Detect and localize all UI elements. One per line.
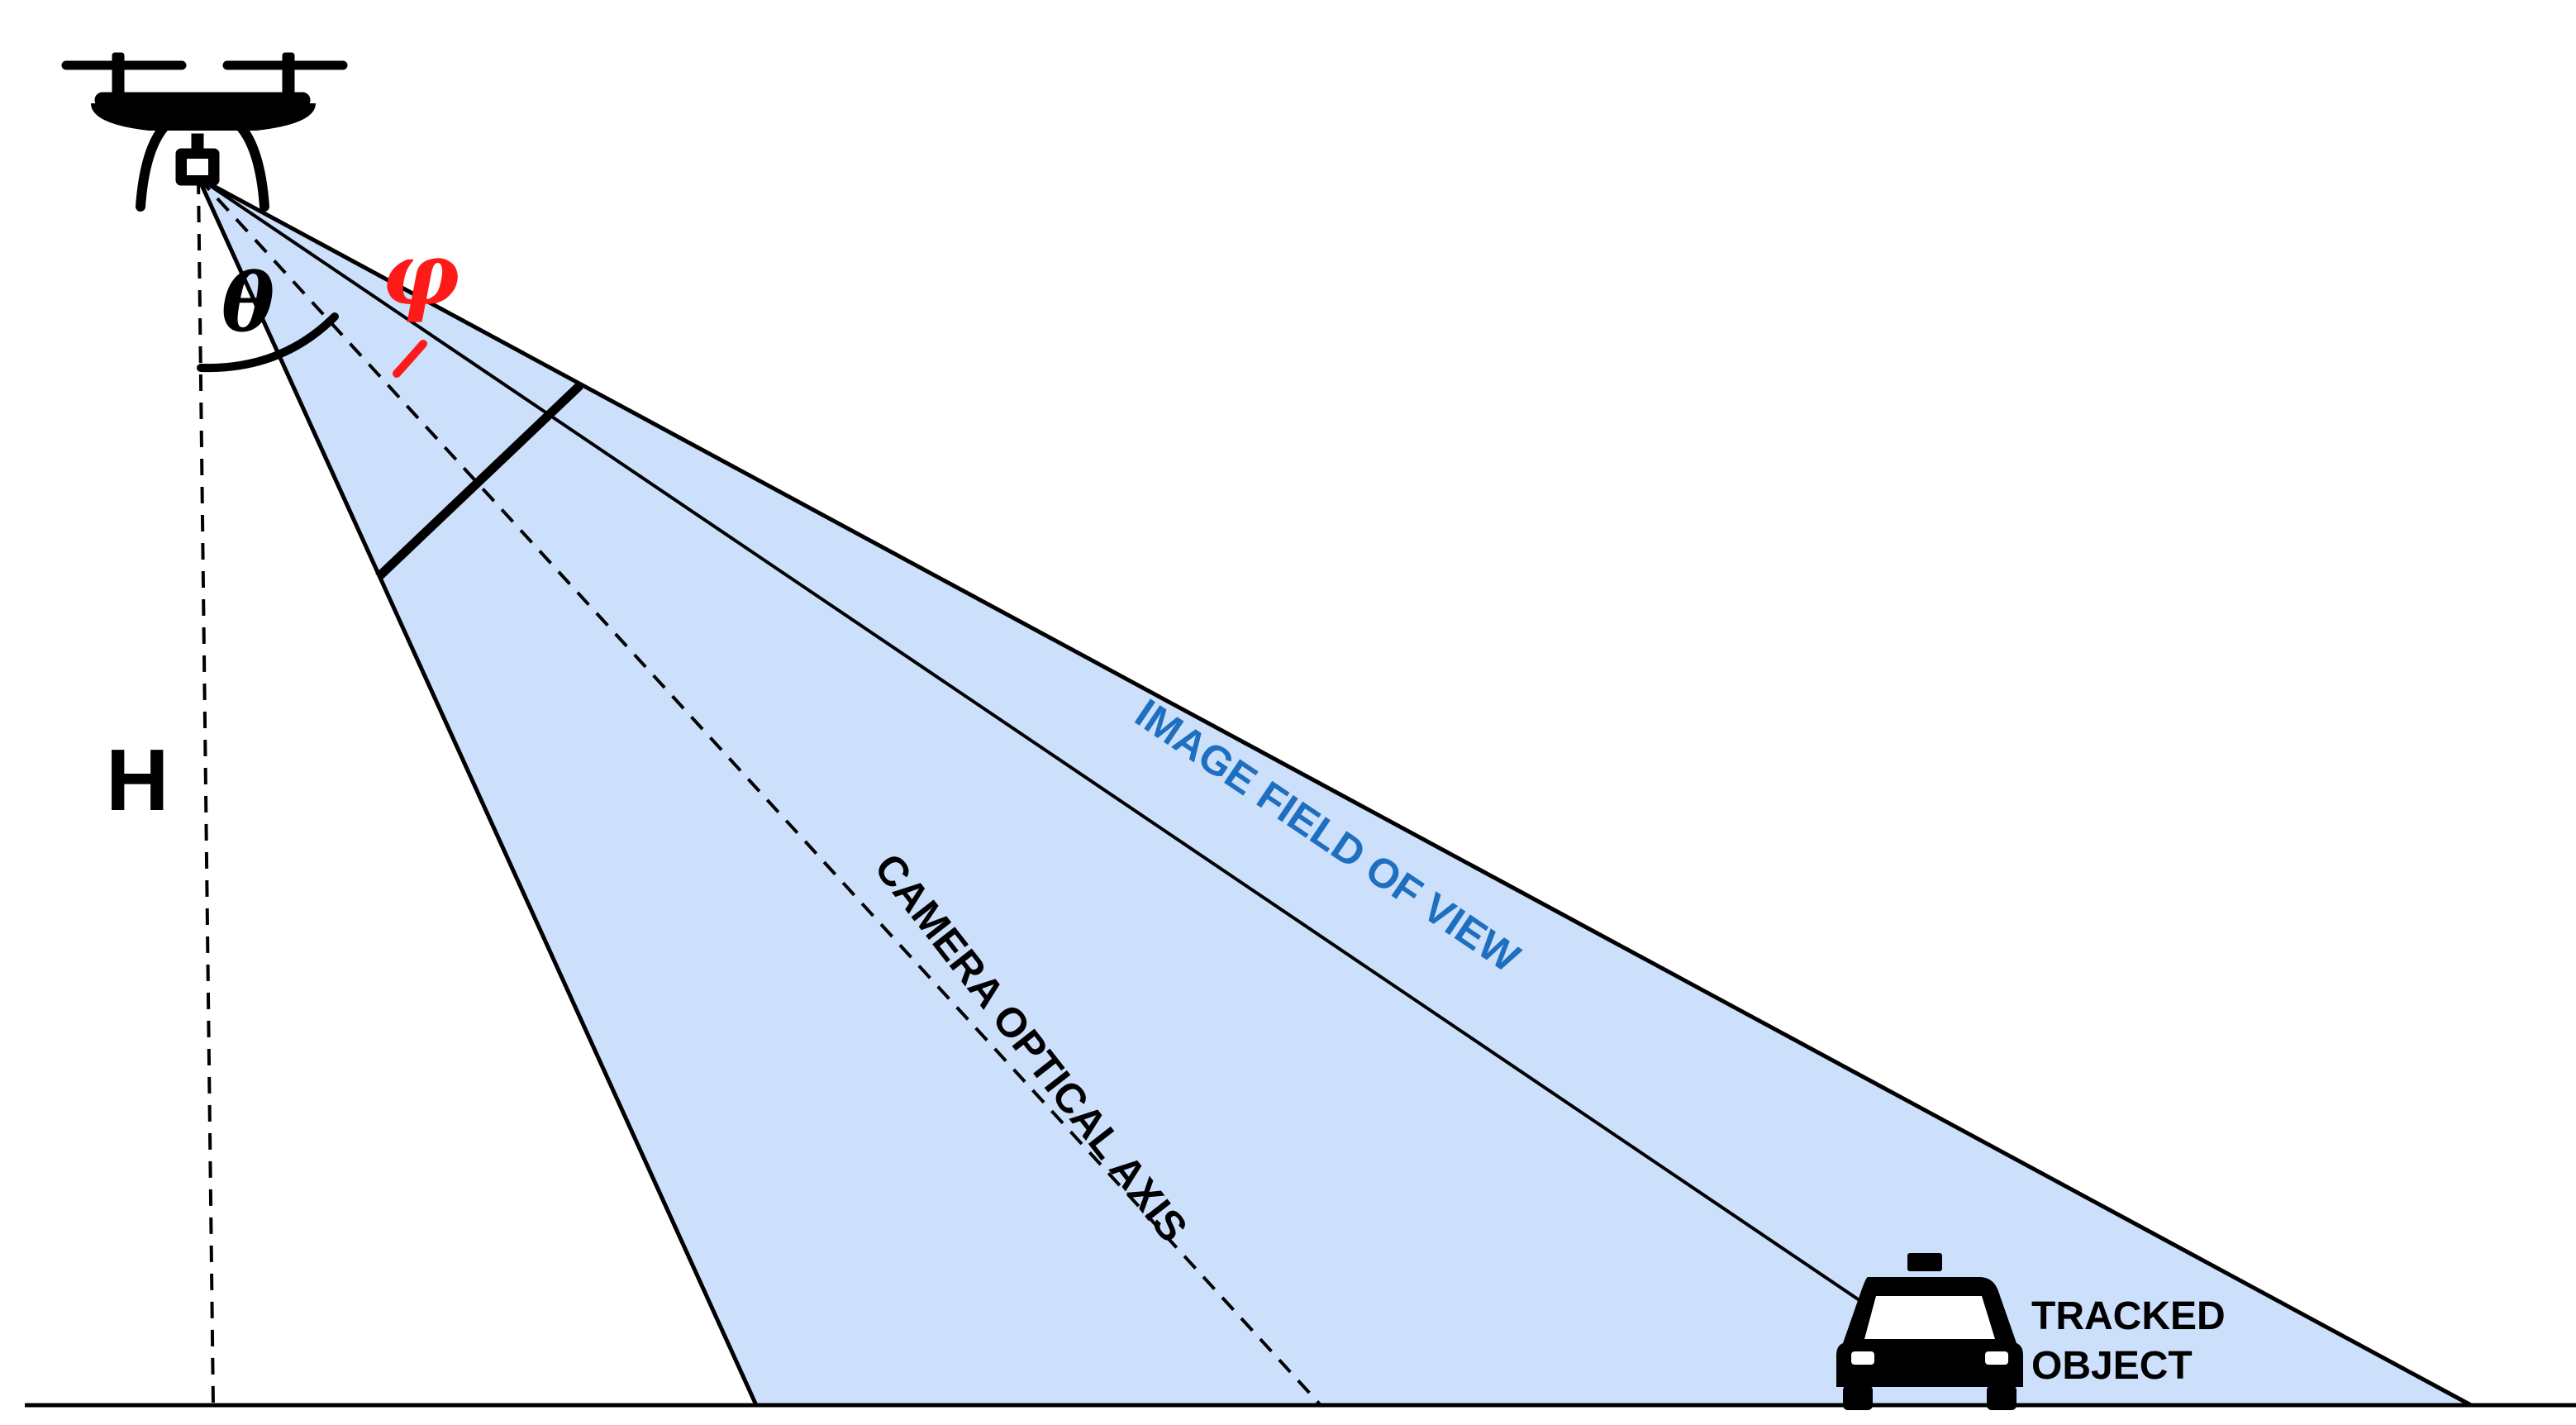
height-line xyxy=(197,177,215,1406)
drone-icon xyxy=(61,52,348,212)
height-label: H xyxy=(106,732,169,829)
image-plane xyxy=(375,382,583,580)
taxi-icon xyxy=(1836,1253,2023,1410)
phi-arc xyxy=(393,340,427,378)
line-of-sight xyxy=(197,176,1882,1316)
theta-label: θ xyxy=(221,256,274,350)
field-of-view-region xyxy=(193,173,2473,1408)
tracked-object-label-line1: TRACKED xyxy=(2031,1294,2226,1338)
phi-label: φ xyxy=(382,223,459,325)
theta-arc xyxy=(197,312,339,373)
optical-axis-line xyxy=(197,176,1322,1407)
tracked-object-label-line2: OBJECT xyxy=(2031,1344,2193,1388)
